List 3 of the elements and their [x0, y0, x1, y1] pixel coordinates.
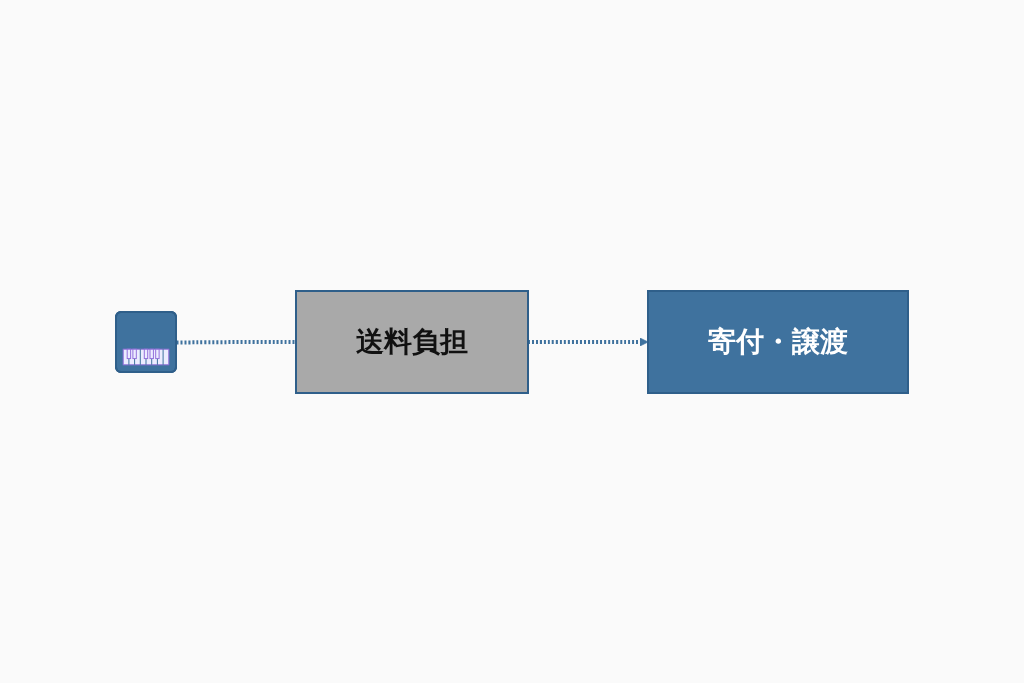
- node-box: 寄付・譲渡: [647, 289, 909, 394]
- arrow: [528, 337, 649, 346]
- node-box: 送料負担: [295, 289, 529, 394]
